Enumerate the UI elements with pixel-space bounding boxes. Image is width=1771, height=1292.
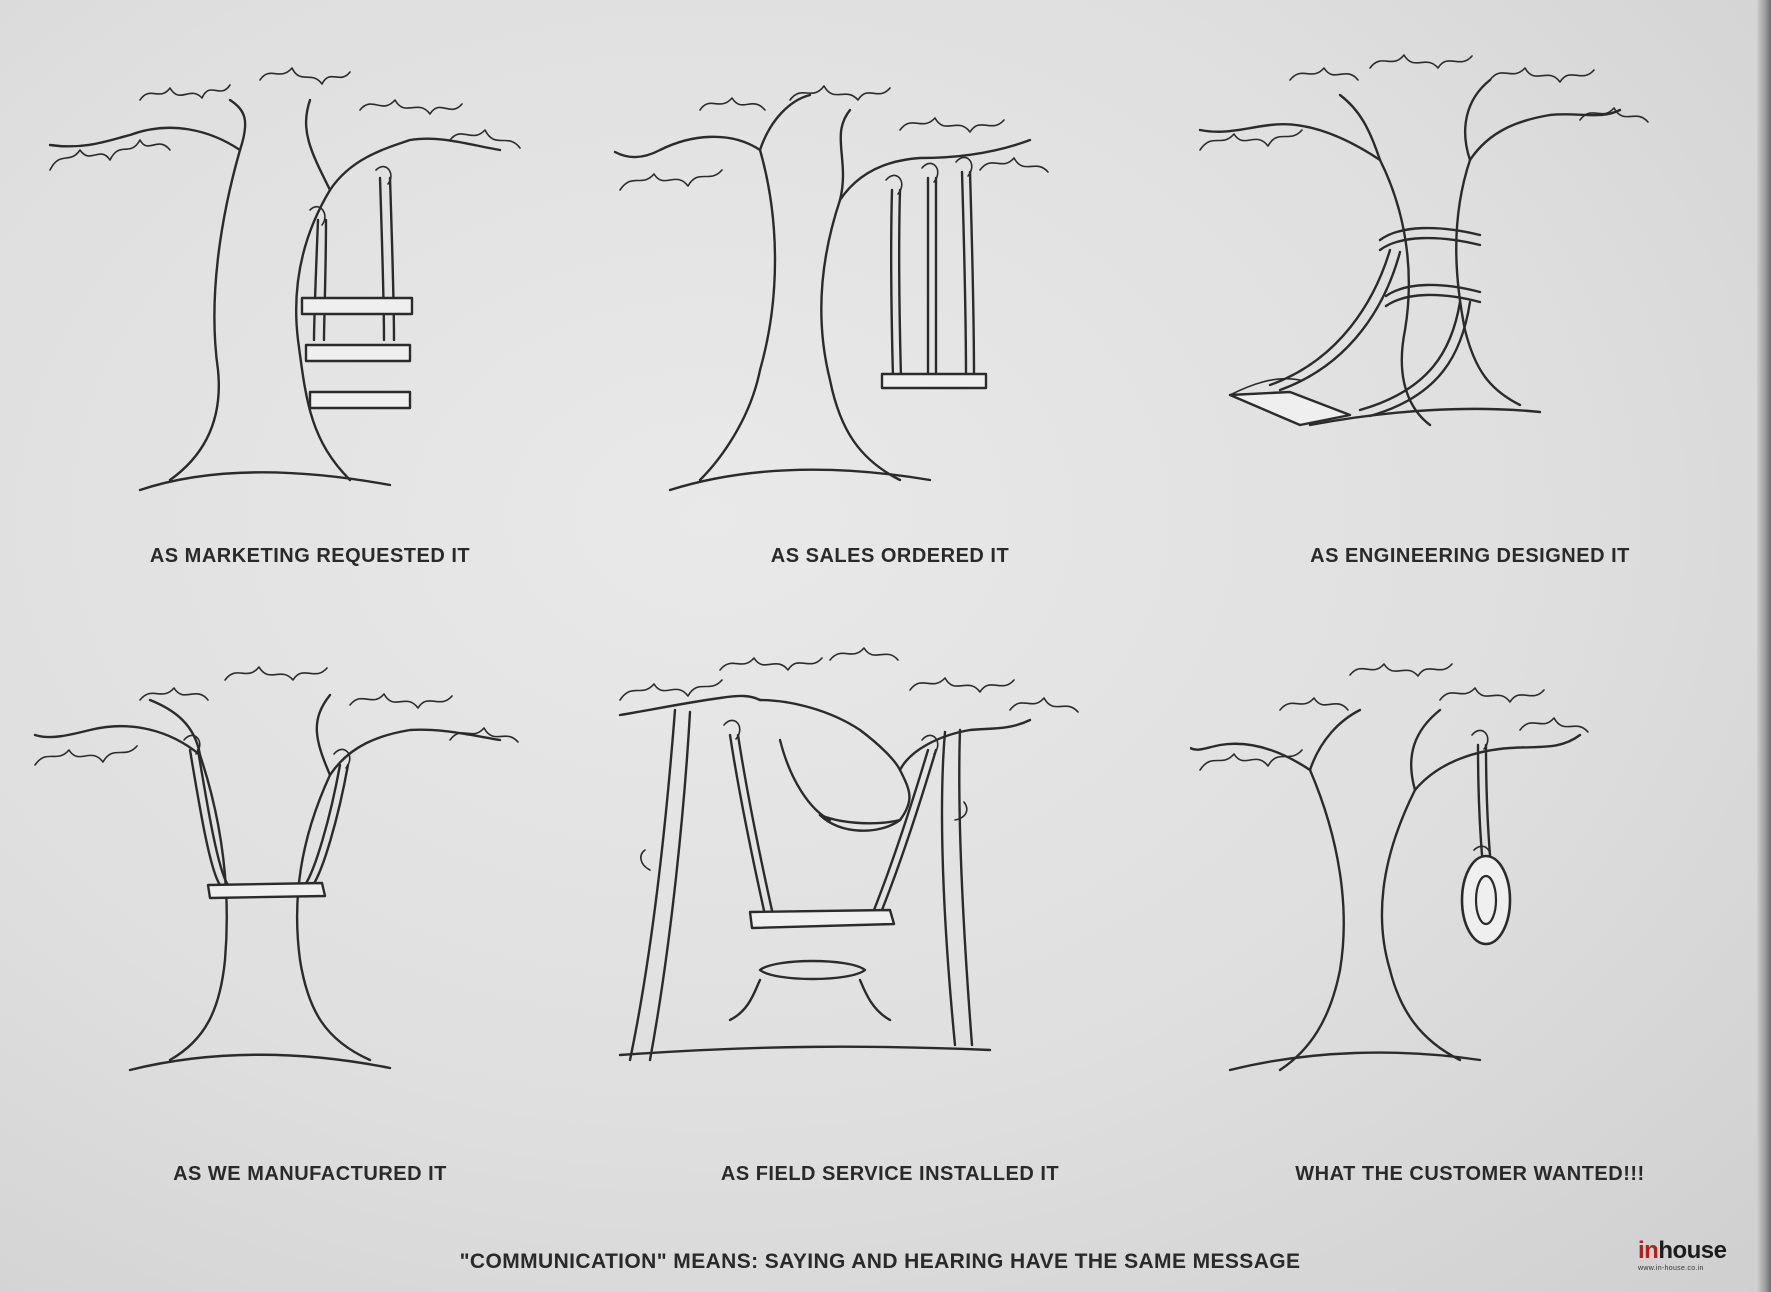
panel-customer: WHAT THE CUSTOMER WANTED!!! (1190, 640, 1750, 1240)
caption-manufacturing: AS WE MANUFACTURED IT (173, 1163, 447, 1185)
panel-engineering: AS ENGINEERING DESIGNED IT (1190, 40, 1750, 640)
panel-field-service: AS FIELD SERVICE INSTALLED IT (610, 640, 1170, 1240)
communication-moral: "COMMUNICATION" MEANS: SAYING AND HEARIN… (459, 1250, 1301, 1273)
tree-wrapped-rope-illustration (1198, 54, 1649, 427)
caption-engineering: AS ENGINEERING DESIGNED IT (1310, 545, 1630, 567)
caption-customer: WHAT THE CUSTOMER WANTED!!! (1295, 1163, 1645, 1185)
caption-field-service: AS FIELD SERVICE INSTALLED IT (720, 1163, 1060, 1185)
logo-wordmark: inhouse (1638, 1237, 1727, 1264)
tree-ladder-swing-illustration (48, 67, 521, 492)
tree-tire-swing-illustration (1190, 663, 1589, 1072)
panel-marketing: AS MARKETING REQUESTED IT (30, 40, 590, 640)
caption-sales: AS SALES ORDERED IT (770, 545, 1010, 567)
panel-manufacturing: AS WE MANUFACTURED IT (30, 640, 590, 1240)
tree-three-rope-swing-illustration (613, 85, 1049, 492)
scan-edge-shadow (1757, 0, 1771, 1292)
panel-sales: AS SALES ORDERED IT (610, 40, 1170, 640)
inhouse-logo: inhouse www.in-house.co.in (1638, 1238, 1758, 1278)
tree-propped-posts-illustration (618, 647, 1079, 1062)
tree-swing-across-trunk-illustration (33, 666, 519, 1072)
caption-marketing: AS MARKETING REQUESTED IT (149, 545, 471, 567)
logo-url: www.in-house.co.in (1638, 1265, 1704, 1272)
